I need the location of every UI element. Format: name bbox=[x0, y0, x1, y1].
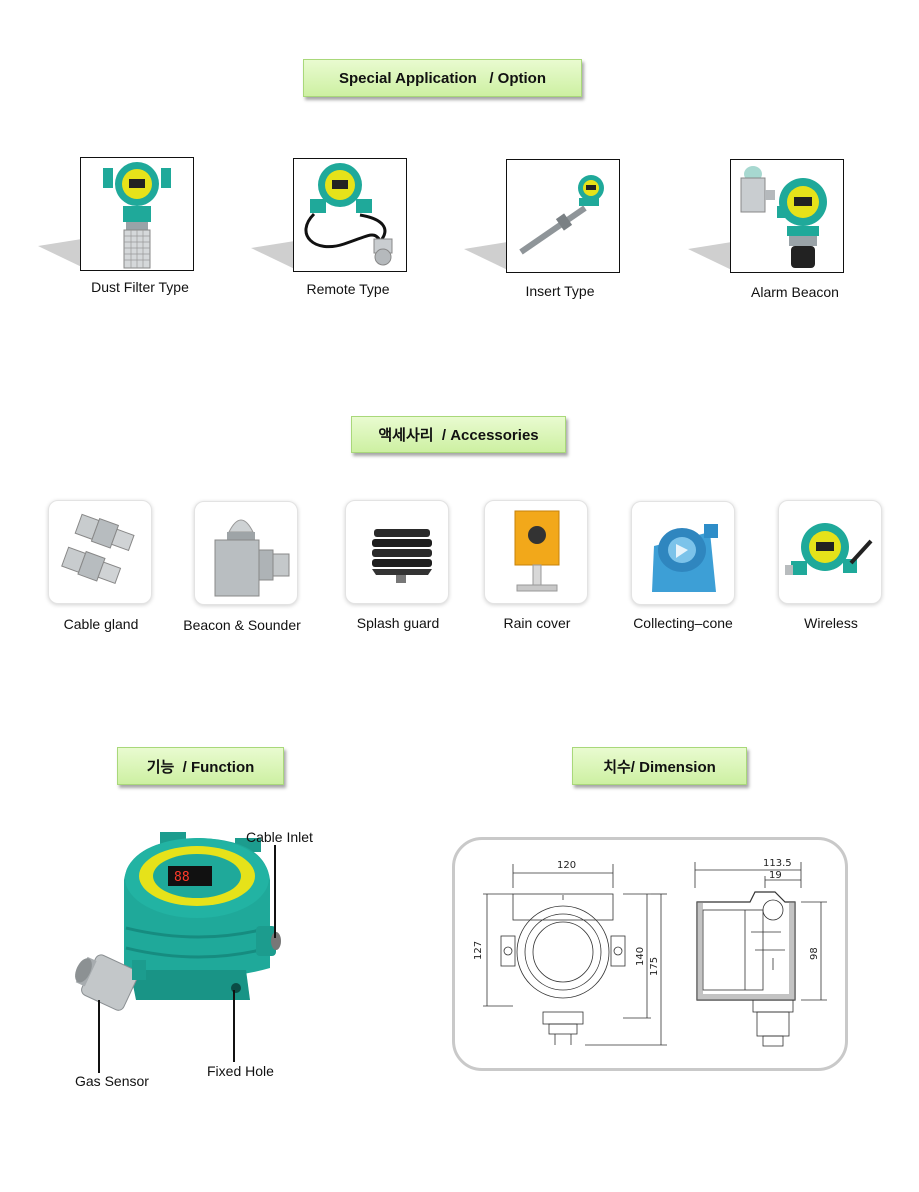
dim-label-width-front: 120 bbox=[557, 860, 576, 871]
beacon-sounder-card bbox=[194, 501, 298, 605]
wireless-device-icon bbox=[785, 523, 873, 575]
shadow-wedge bbox=[251, 240, 301, 272]
svg-text:88: 88 bbox=[174, 870, 190, 885]
accessories-section-title: 액세사리 / Accessories bbox=[351, 416, 566, 453]
accessory-caption-collecting-cone: Collecting–cone bbox=[633, 615, 733, 631]
gas-sensor-label: Gas Sensor bbox=[75, 1073, 149, 1089]
cable-gland-icon bbox=[61, 513, 135, 584]
collecting-cone-card bbox=[631, 501, 735, 605]
fixed-hole-label: Fixed Hole bbox=[207, 1063, 274, 1079]
function-device-illustration: 88 bbox=[75, 832, 281, 1011]
splash-guard-card bbox=[345, 500, 449, 604]
accessory-caption-beacon-sounder: Beacon & Sounder bbox=[183, 617, 301, 633]
accessory-caption-rain-cover: Rain cover bbox=[503, 615, 571, 631]
splash-guard-icon bbox=[372, 529, 432, 583]
option-caption-dust-filter: Dust Filter Type bbox=[91, 279, 189, 295]
option-section-title-text: Special Application / Option bbox=[339, 69, 546, 87]
dimension-drawing: 120 127 140 175 113.5 19 98 bbox=[473, 858, 827, 1047]
dim-label-depth-side: 113.5 bbox=[763, 858, 792, 869]
alarm-beacon-photo bbox=[730, 159, 844, 273]
accessory-caption-wireless: Wireless bbox=[804, 615, 858, 631]
accessories-section-title-text: 액세사리 / Accessories bbox=[378, 427, 539, 444]
cable-gland-card bbox=[48, 500, 152, 604]
remote-device-icon bbox=[304, 163, 393, 266]
dimension-section-title-text: 치수/ Dimension bbox=[603, 758, 716, 776]
cable-inlet-label: Cable Inlet bbox=[246, 829, 313, 845]
option-section-title: Special Application / Option bbox=[303, 59, 582, 97]
option-caption-insert: Insert Type bbox=[525, 283, 595, 299]
accessory-caption-splash-guard: Splash guard bbox=[356, 615, 440, 631]
function-section-title: 기능 / Function bbox=[117, 747, 284, 785]
insert-device-icon bbox=[519, 175, 604, 255]
shadow-wedge bbox=[38, 238, 88, 270]
collecting-cone-icon bbox=[652, 524, 718, 592]
accessory-caption-cable-gland: Cable gland bbox=[63, 616, 139, 632]
option-caption-alarm-beacon: Alarm Beacon bbox=[751, 284, 839, 300]
dim-label-height-total: 175 bbox=[649, 957, 660, 976]
dim-label-offset-side: 19 bbox=[769, 870, 782, 881]
wireless-card bbox=[778, 500, 882, 604]
shadow-wedge bbox=[464, 241, 514, 273]
dimension-drawing-panel: 120 127 140 175 113.5 19 98 bbox=[452, 837, 848, 1071]
beacon-sounder-icon bbox=[214, 519, 290, 597]
function-section-title-text: 기능 / Function bbox=[146, 758, 255, 776]
shadow-wedge bbox=[688, 241, 738, 273]
option-caption-remote: Remote Type bbox=[306, 281, 390, 297]
alarm-beacon-device-icon bbox=[740, 166, 827, 268]
dimension-section-title: 치수/ Dimension bbox=[572, 747, 747, 785]
dim-label-height-body: 127 bbox=[473, 941, 484, 960]
dim-label-height-side: 98 bbox=[809, 947, 820, 960]
insert-type-photo bbox=[506, 159, 620, 273]
dust-filter-type-photo bbox=[80, 157, 194, 271]
remote-type-photo bbox=[293, 158, 407, 272]
dim-label-height-mid: 140 bbox=[635, 947, 646, 966]
rain-cover-card bbox=[484, 500, 588, 604]
rain-cover-icon bbox=[514, 510, 560, 592]
dust-filter-device-icon bbox=[103, 162, 171, 269]
